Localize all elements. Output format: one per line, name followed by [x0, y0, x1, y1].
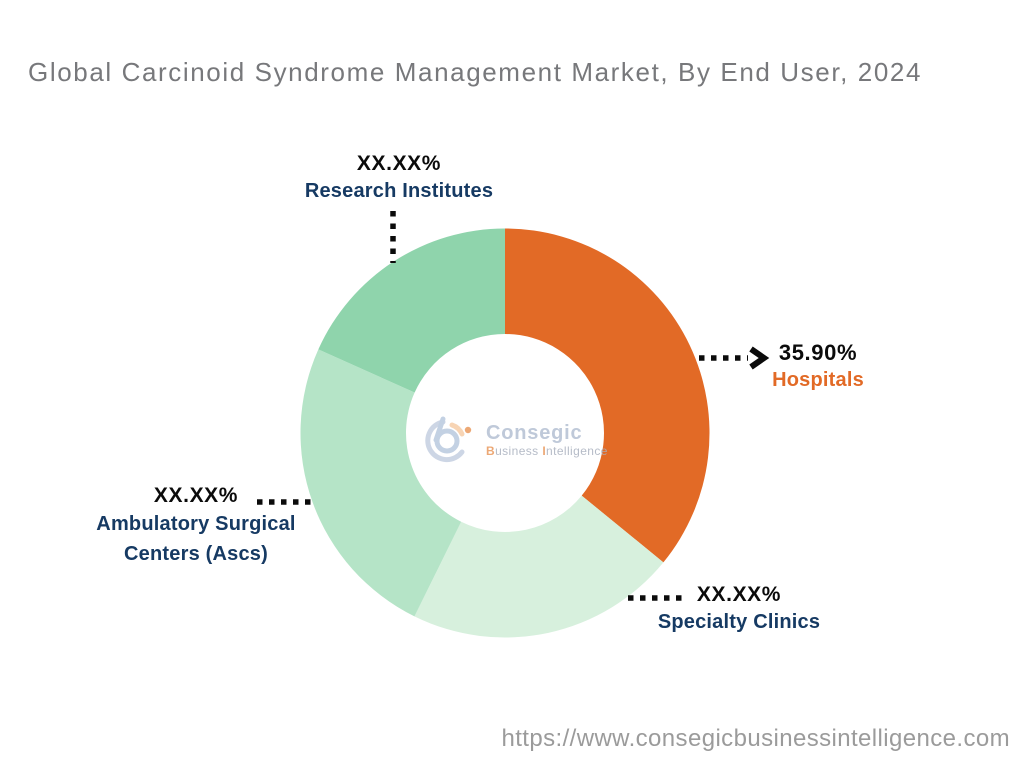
consegic-brand-subtitle: Business Intelligence	[486, 444, 608, 459]
donut-segment-specialty-clinics[interactable]	[414, 495, 664, 638]
footer-url[interactable]: https://www.consegicbusinessintelligence…	[501, 725, 1010, 752]
hospitals-value: 35.90%	[778, 340, 858, 365]
ambulatory-name-line1: Ambulatory Surgical	[96, 513, 296, 535]
ambulatory-value: XX.XX%	[153, 484, 239, 507]
hospitals-arrowhead-icon	[749, 346, 770, 370]
consegic-watermark: Consegic Business Intelligence	[421, 412, 608, 468]
donut-segment-research-institutes[interactable]	[318, 228, 505, 393]
consegic-logo-icon	[425, 416, 472, 463]
subtitle-b-initial: B	[486, 443, 496, 458]
specialty-name: Specialty Clinics	[657, 611, 821, 633]
hospitals-name: Hospitals	[772, 369, 864, 391]
specialty-value: XX.XX%	[696, 583, 782, 606]
consegic-logo-text: Consegic Business Intelligence	[486, 422, 608, 459]
consegic-brand-name: Consegic	[486, 421, 583, 444]
subtitle-i-initial: I	[542, 443, 547, 458]
donut-segment-ambulatory-surgical-centers-ascs[interactable]	[300, 349, 462, 617]
label-hospitals: 35.90% Hospitals	[752, 340, 884, 394]
subtitle-business-rest: usiness	[495, 443, 543, 458]
label-research-institutes: XX.XX% Research Institutes	[279, 151, 519, 205]
chart-title: Global Carcinoid Syndrome Management Mar…	[28, 57, 923, 87]
label-ambulatory-surgical-centers: XX.XX% Ambulatory Surgical Centers (Ascs…	[86, 483, 306, 569]
research-institutes-name: Research Institutes	[304, 180, 494, 202]
donut-segment-hospitals[interactable]	[505, 228, 710, 563]
research-institutes-value: XX.XX%	[356, 152, 442, 175]
subtitle-intelligence-rest: ntelligence	[546, 443, 608, 458]
ambulatory-name-line2: Centers (Ascs)	[124, 543, 268, 565]
donut-segments	[300, 228, 710, 638]
label-specialty-clinics: XX.XX% Specialty Clinics	[639, 582, 839, 636]
